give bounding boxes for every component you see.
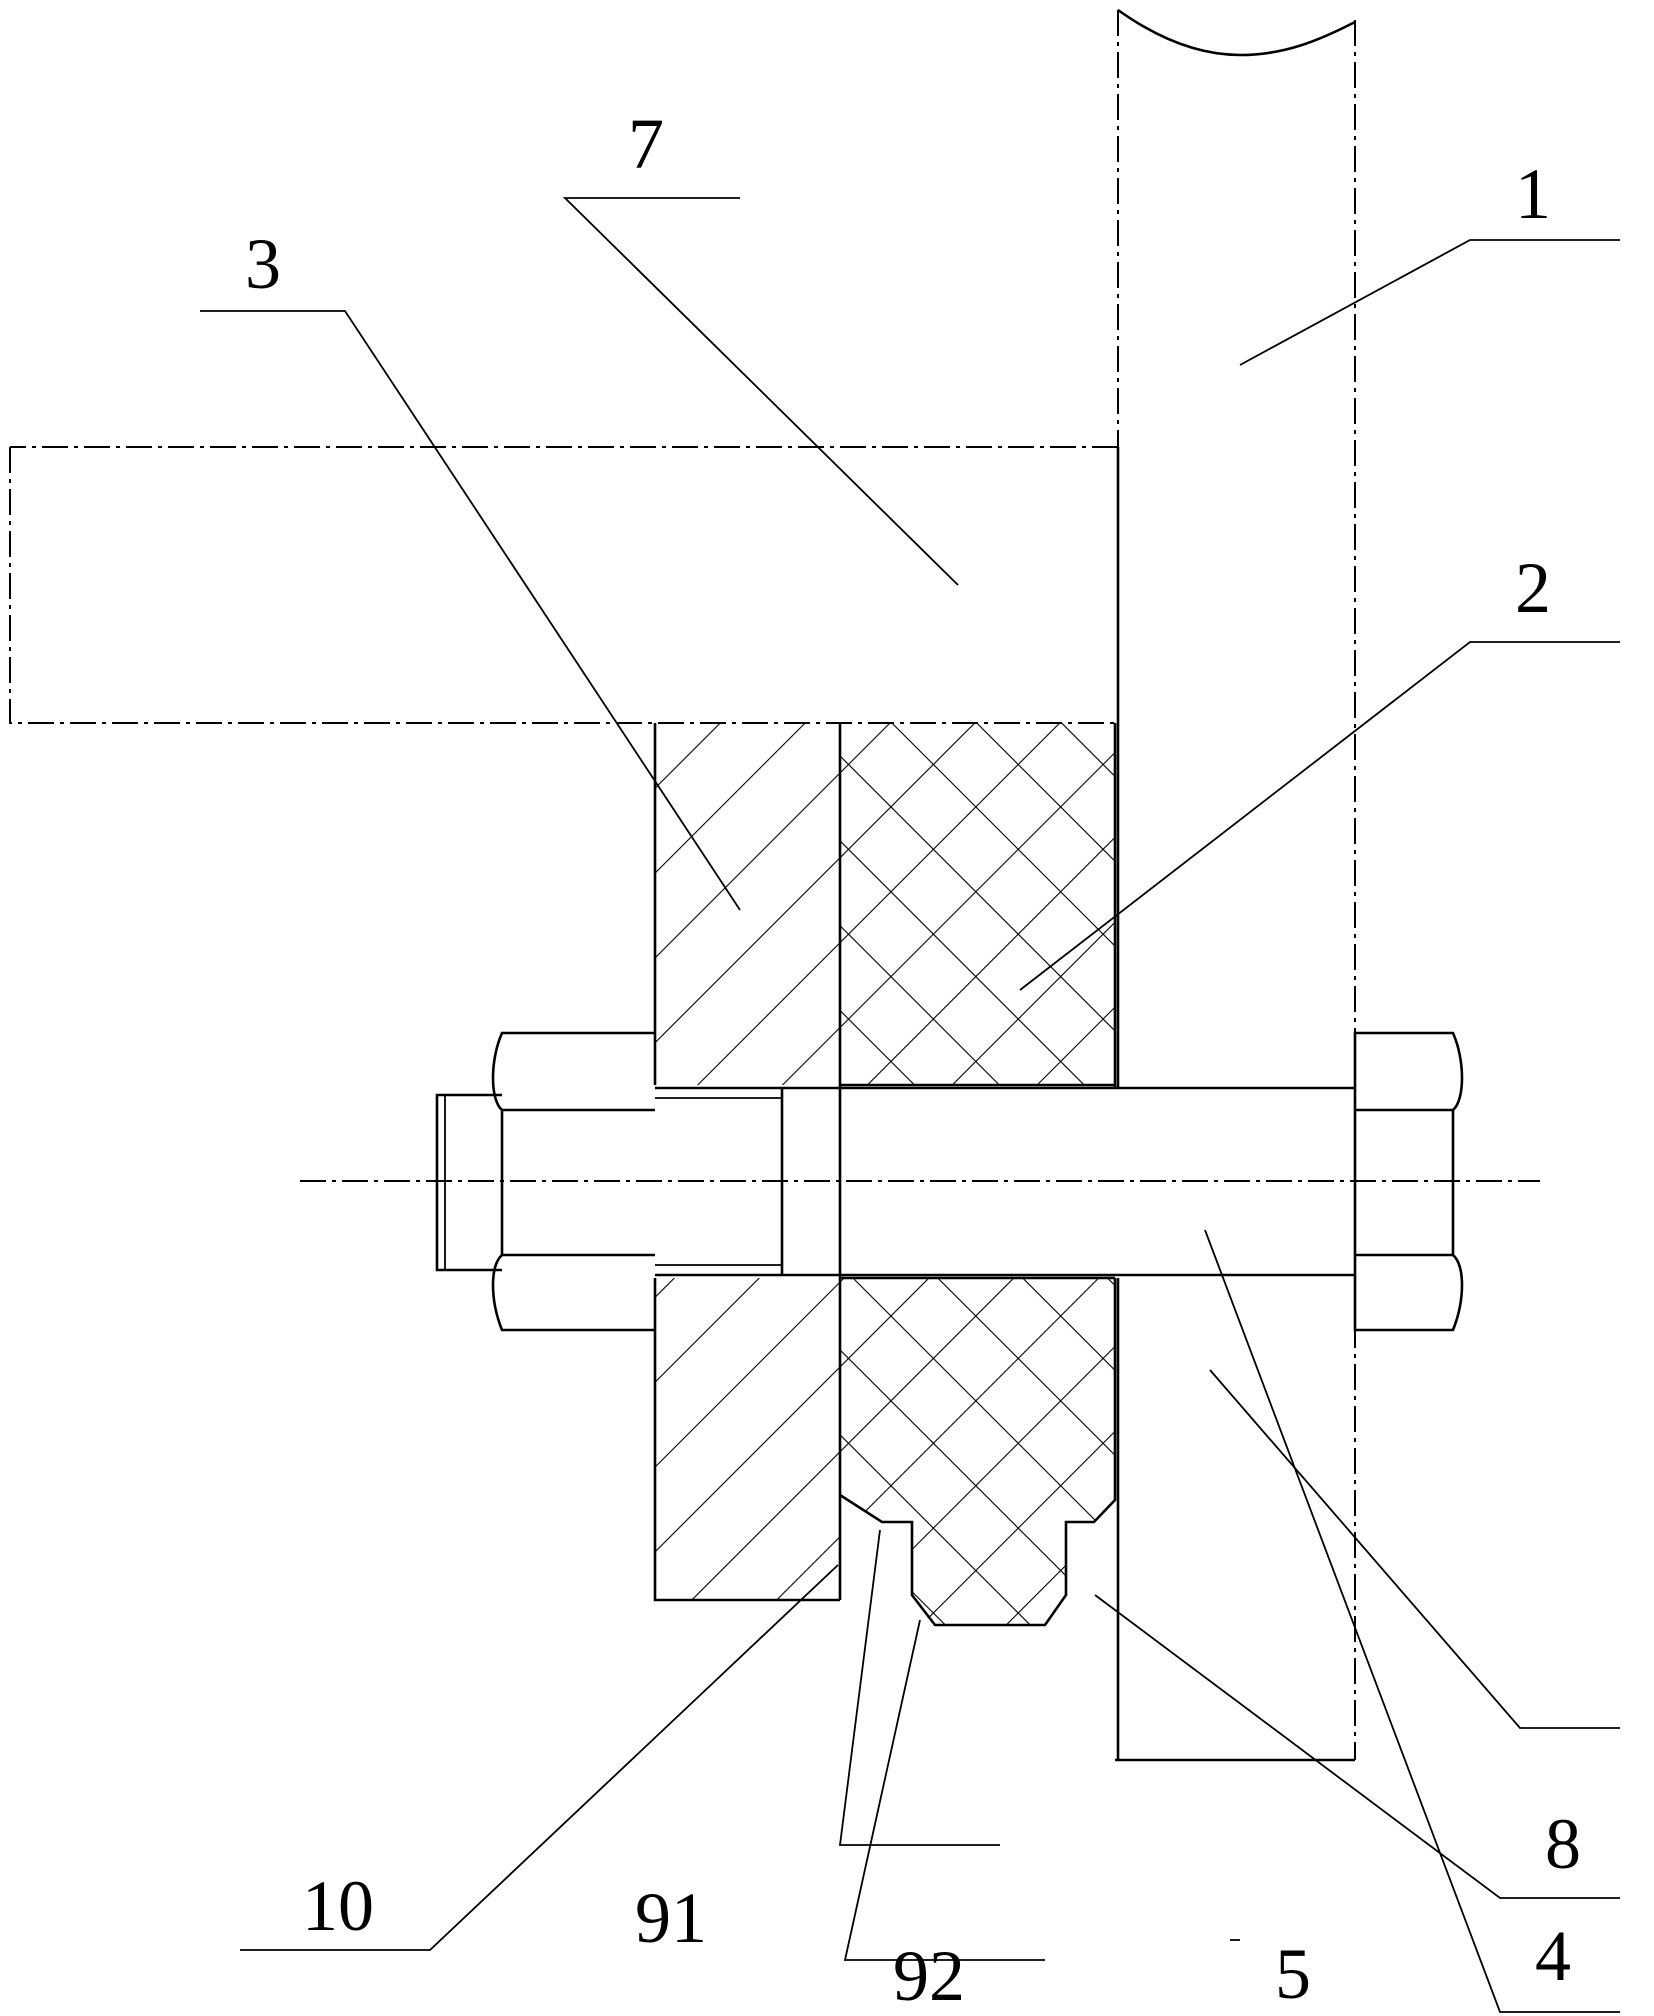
label-10: 10 — [302, 1866, 374, 1946]
label-7: 7 — [628, 104, 664, 184]
part-1-column — [1115, 10, 1355, 1760]
label-3: 3 — [245, 224, 281, 304]
leader-lines — [200, 198, 1620, 2012]
part-2-pad — [840, 723, 1115, 1628]
label-1: 1 — [1515, 154, 1551, 234]
part-7-beam — [10, 447, 1118, 723]
label-8: 8 — [1545, 1804, 1581, 1884]
label-5: 5 — [1275, 1934, 1311, 2014]
label-2: 2 — [1515, 548, 1551, 628]
label-91: 91 — [635, 1878, 707, 1958]
label-4: 4 — [1535, 1916, 1571, 1996]
label-92: 92 — [893, 1936, 965, 2016]
part-3-plate — [655, 723, 840, 1600]
